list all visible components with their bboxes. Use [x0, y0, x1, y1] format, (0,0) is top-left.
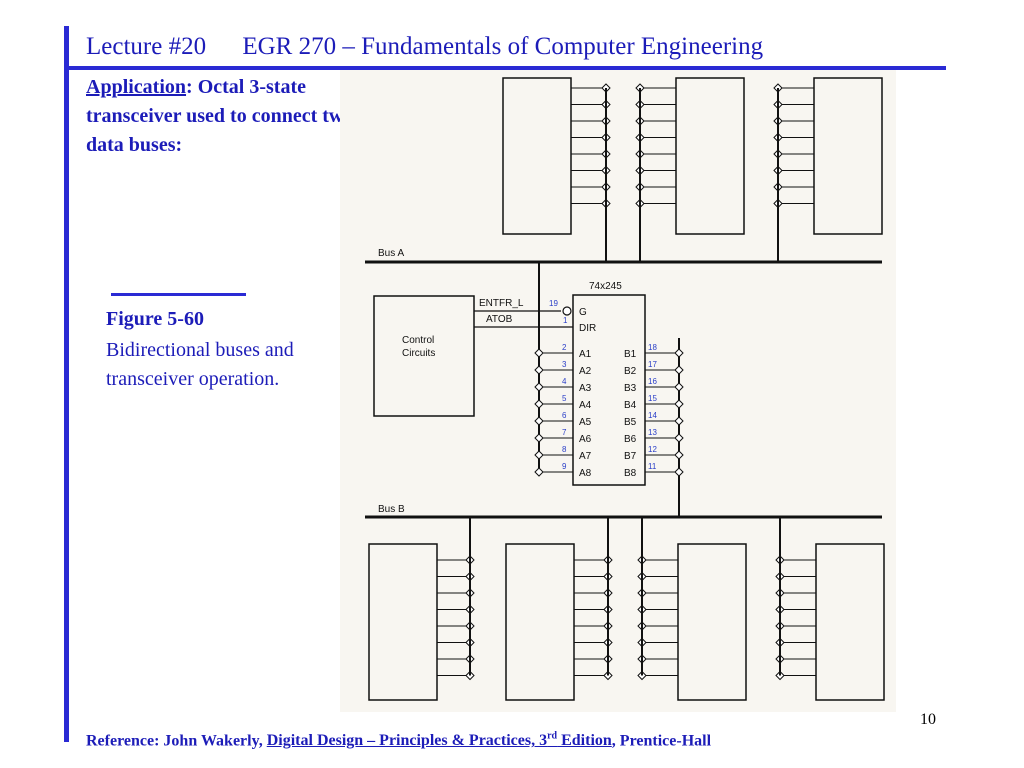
b-pin-label: B3 — [624, 383, 637, 394]
pin-dir-label: DIR — [579, 323, 596, 334]
a-pin-tap — [534, 365, 544, 375]
page-number: 10 — [920, 711, 936, 728]
b-pin-label: B1 — [624, 349, 637, 360]
bus-b-group: Bus B — [365, 504, 882, 519]
a-pin-tap — [534, 348, 544, 358]
b-pin-tap — [674, 399, 684, 409]
a-pin-number: 2 — [562, 343, 567, 352]
dir-signal-label: ATOB — [486, 314, 513, 325]
course-title: EGR 270 – Fundamentals of Computer Engin… — [242, 33, 764, 60]
b-pin-label: B4 — [624, 400, 637, 411]
a-pin-number: 8 — [562, 445, 567, 454]
a-pin-label: A3 — [579, 383, 592, 394]
bus-b-devices — [368, 517, 885, 701]
pin-dir-number: 1 — [563, 316, 568, 325]
device-box — [368, 543, 438, 701]
a-pin-number: 9 — [562, 462, 567, 471]
a-pin-label: A5 — [579, 417, 592, 428]
bus-a-devices — [502, 77, 883, 262]
b-pin-tap — [674, 467, 684, 477]
device-box — [675, 77, 745, 235]
b-pin-label: B6 — [624, 434, 637, 445]
slide-header: Lecture #20 EGR 270 – Fundamentals of Co… — [86, 33, 763, 61]
b-pin-tap — [674, 416, 684, 426]
b-pin-number: 11 — [648, 462, 657, 471]
header-rule — [64, 66, 946, 70]
a-pin-tap — [534, 433, 544, 443]
a-pin-tap — [534, 399, 544, 409]
b-pin-number: 16 — [648, 377, 657, 386]
pin-g-number: 19 — [549, 299, 558, 308]
lecture-number: Lecture #20 — [86, 33, 207, 60]
bus-b-label: Bus B — [378, 504, 405, 515]
chip-body — [572, 294, 646, 486]
a-pin-label: A4 — [579, 400, 592, 411]
a-pin-number: 4 — [562, 377, 567, 386]
a-pin-number: 7 — [562, 428, 567, 437]
a-pin-label: A8 — [579, 468, 592, 479]
reference-sup: rd — [547, 731, 558, 742]
b-pin-tap — [674, 365, 684, 375]
b-pin-number: 12 — [648, 445, 657, 454]
b-pin-label: B2 — [624, 366, 637, 377]
reference-edition: Edition — [557, 732, 612, 750]
bus-a-label: Bus A — [378, 248, 404, 259]
b-pin-number: 18 — [648, 343, 657, 352]
left-accent-bar — [64, 26, 69, 742]
b-pin-number: 15 — [648, 394, 657, 403]
device-box — [677, 543, 747, 701]
enable-bubble — [562, 306, 572, 316]
device-box — [815, 543, 885, 701]
control-circuits-box — [373, 295, 475, 417]
device-box — [813, 77, 883, 235]
reference-prefix: Reference: John Wakerly, — [86, 732, 267, 750]
a-pin-label: A2 — [579, 366, 592, 377]
b-pin-number: 13 — [648, 428, 657, 437]
figure-caption: Bidirectional buses and transceiver oper… — [106, 339, 294, 390]
reference-book-title: Digital Design – Principles & Practices,… — [266, 731, 612, 750]
figure-rule — [111, 293, 246, 296]
a-pin-label: A6 — [579, 434, 592, 445]
b-pin-number: 17 — [648, 360, 657, 369]
reference-line: Reference: John Wakerly, Digital Design … — [86, 731, 711, 750]
b-pin-label: B5 — [624, 417, 637, 428]
b-pin-number: 14 — [648, 411, 657, 420]
a-pin-tap — [534, 450, 544, 460]
a-pin-tap — [534, 416, 544, 426]
figure-scan-background — [340, 70, 896, 712]
a-pin-number: 6 — [562, 411, 567, 420]
reference-book: Digital Design – Principles & Practices,… — [266, 732, 548, 750]
device-box — [505, 543, 575, 701]
a-pin-number: 5 — [562, 394, 567, 403]
b-pin-tap — [674, 348, 684, 358]
application-text: Application: Octal 3-state transceiver u… — [86, 73, 386, 160]
a-pin-label: A7 — [579, 451, 592, 462]
application-description: : Octal 3-state transceiver used to conn… — [86, 76, 354, 156]
control-circuits-block: Control Circuits ENTFR_L ATOB — [373, 295, 573, 417]
a-pin-number: 3 — [562, 360, 567, 369]
a-pin-tap — [534, 467, 544, 477]
pin-g-label: G — [579, 307, 587, 318]
reference-publisher: , Prentice-Hall — [611, 732, 712, 750]
control-label-1: Control — [402, 335, 434, 346]
b-pin-label: B8 — [624, 468, 637, 479]
chip-name: 74x245 — [589, 281, 622, 292]
a-pin-tap — [534, 382, 544, 392]
bus-a-group: Bus A — [365, 248, 882, 264]
control-label-2: Circuits — [402, 348, 435, 359]
application-label: Application — [86, 76, 187, 98]
b-pin-tap — [674, 450, 684, 460]
b-pin-tap — [674, 382, 684, 392]
b-pin-tap — [674, 433, 684, 443]
a-pin-label: A1 — [579, 349, 592, 360]
b-pin-label: B7 — [624, 451, 637, 462]
figure-title: Figure 5-60 — [106, 308, 204, 330]
enable-signal-label: ENTFR_L — [479, 298, 524, 309]
device-box — [502, 77, 572, 235]
